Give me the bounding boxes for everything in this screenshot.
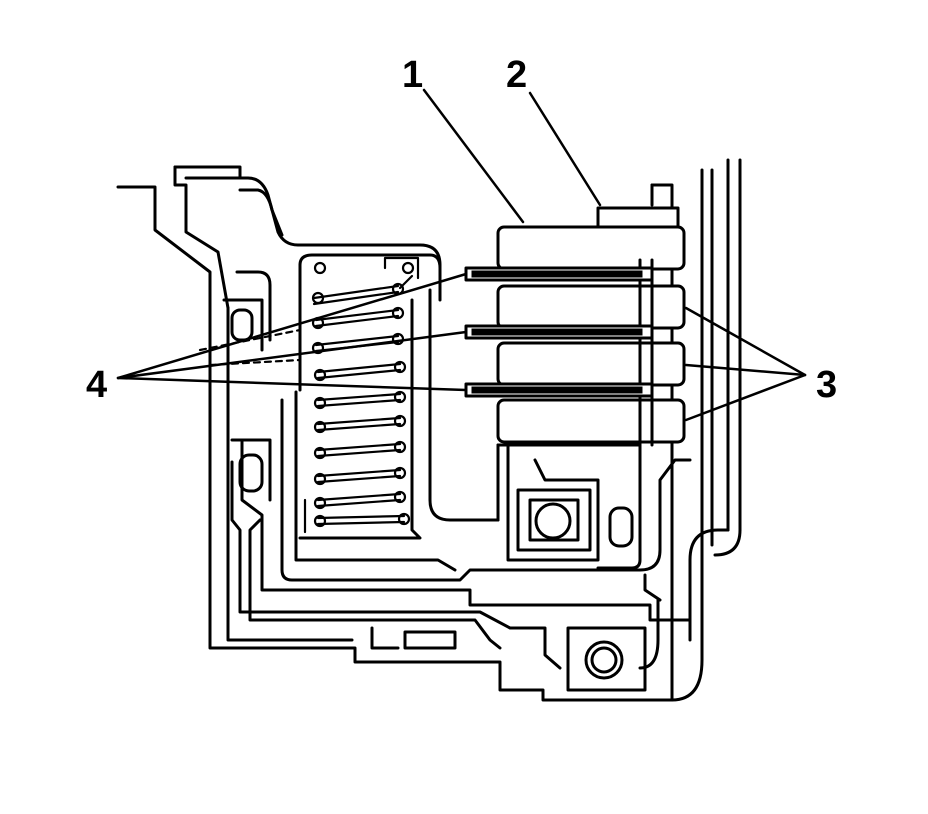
return-springs: [311, 256, 420, 528]
leader-lines: [116, 88, 807, 422]
spring-cavity: [298, 253, 500, 540]
valve-stack: [496, 206, 686, 447]
spring-lower: [313, 360, 411, 528]
callout-4-label: 4: [86, 364, 108, 406]
left-plugs: [222, 298, 272, 502]
bottom-tab: [370, 626, 457, 650]
callout-2-label: 2: [506, 54, 528, 96]
callout-3-label: 3: [816, 364, 838, 406]
callout-1-label: 1: [402, 54, 424, 96]
housing-outline: [116, 165, 674, 702]
lower-bolt: [566, 626, 647, 692]
inner-channels: [230, 390, 692, 670]
center-bolt: [496, 443, 642, 562]
separator-plates: [464, 266, 654, 398]
housing-right-walls: [650, 158, 742, 702]
